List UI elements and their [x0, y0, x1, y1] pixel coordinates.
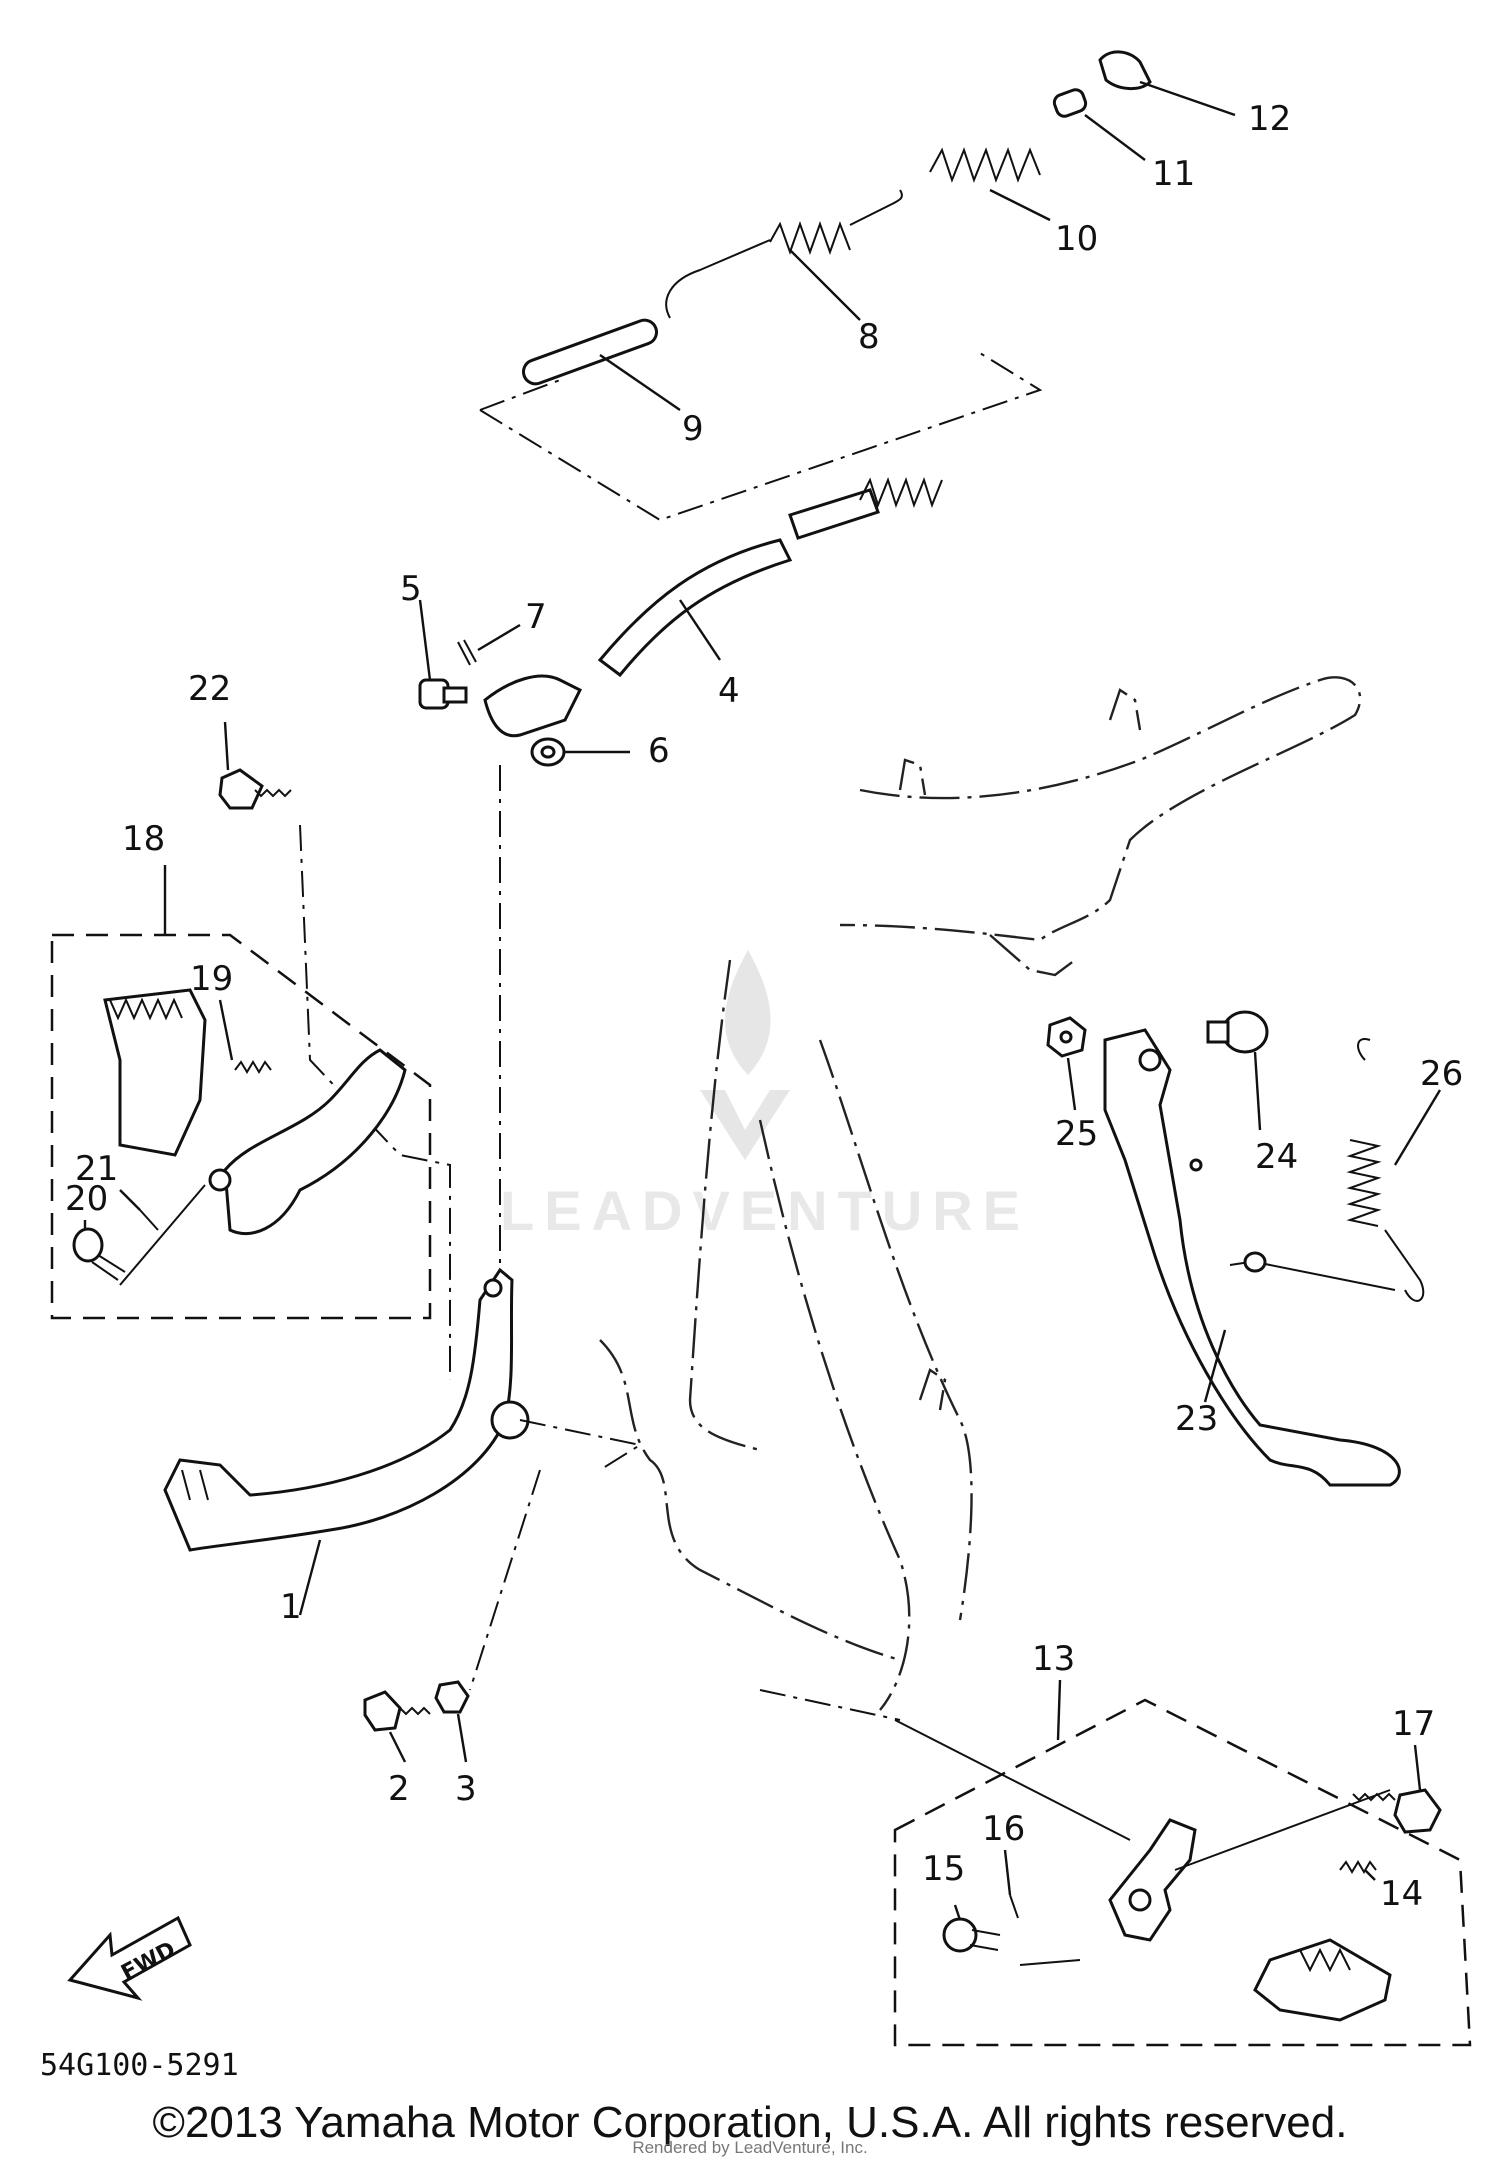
box-13-guide-line	[894, 1719, 1131, 1841]
pin-15-drawing	[942, 1917, 1001, 1953]
callout-labels: 1 2 3 4 5 6 7 8 9 10 11 12 13 14 15 16 1…	[65, 99, 1463, 1914]
callout-2: 2	[388, 1769, 410, 1809]
nut-25-drawing	[1046, 1016, 1087, 1058]
rendered-by-note: Rendered by LeadVenture, Inc.	[632, 2138, 868, 2157]
callout-7: 7	[525, 597, 547, 637]
watermark-text: LEADVENTURE	[500, 1179, 1030, 1242]
watermark: LEADVENTURE	[500, 950, 1030, 1242]
callout-14: 14	[1380, 1874, 1423, 1914]
shaft-9-drawing	[521, 318, 659, 386]
callout-26: 26	[1420, 1054, 1463, 1094]
callout-12: 12	[1248, 99, 1291, 139]
callout-11: 11	[1152, 154, 1195, 194]
pin-5-drawing	[418, 678, 468, 710]
spring-8-drawing	[665, 189, 903, 319]
callout-18: 18	[122, 819, 165, 859]
callout-8: 8	[858, 317, 880, 357]
bolt-22-drawing	[218, 768, 292, 810]
collar-11-drawing	[1052, 88, 1088, 118]
callout-19: 19	[190, 959, 233, 999]
bolt-2-drawing	[363, 1690, 431, 1732]
callout-9: 9	[682, 409, 704, 449]
callout-21: 21	[75, 1149, 118, 1189]
cotter-pin-16-drawing	[1009, 1894, 1019, 1919]
bolt-2-guide-line	[469, 1469, 541, 1691]
spring-10-drawing	[929, 147, 1041, 183]
callout-15: 15	[922, 1849, 965, 1889]
brake-pedal-1-drawing	[163, 1267, 530, 1552]
callout-4: 4	[718, 671, 740, 711]
pin-20-guide-line	[119, 1184, 206, 1286]
side-stand-23-drawing	[1103, 1028, 1401, 1487]
footrest-bracket-left-drawing	[103, 988, 407, 1236]
cotter-pin-7-drawing	[457, 639, 477, 666]
bolt-17-drawing	[1352, 1788, 1442, 1834]
footrest-bracket-right-drawing	[1108, 1818, 1392, 2022]
spring-19-drawing	[234, 1060, 272, 1074]
callout-25: 25	[1055, 1114, 1098, 1154]
callout-leaders	[83, 80, 1442, 1921]
fwd-arrow-icon: FWD	[67, 1915, 192, 2001]
cotter-pin-21-drawing	[139, 1209, 159, 1231]
spring-pin-drawing	[1243, 1251, 1267, 1273]
kit-box-8-9	[479, 349, 1043, 522]
flame-logo-icon	[700, 950, 790, 1160]
kit-box-13	[893, 1698, 1472, 2047]
callout-5: 5	[400, 569, 422, 609]
kit-box-8-9-top	[479, 379, 561, 411]
kit-box-18	[50, 933, 432, 1320]
spring-14-drawing	[1339, 1860, 1377, 1874]
callout-16: 16	[982, 1809, 1025, 1849]
callout-10: 10	[1055, 219, 1098, 259]
clip-12-drawing	[1098, 50, 1152, 90]
callout-22: 22	[188, 669, 231, 709]
nut-3-drawing	[434, 1680, 470, 1714]
callout-13: 13	[1032, 1639, 1075, 1679]
pin-20-drawing	[72, 1227, 126, 1281]
pedal-pivot-guide-line	[519, 1419, 643, 1471]
callout-1: 1	[280, 1587, 302, 1627]
washer-6-drawing	[530, 737, 566, 767]
frame-outline	[599, 676, 1362, 1711]
copyright-notice: ©2013 Yamaha Motor Corporation, U.S.A. A…	[152, 2098, 1348, 2147]
callout-20: 20	[65, 1179, 108, 1219]
bolt-17-guide-line	[1174, 1789, 1391, 1871]
brake-rod-4-drawing	[483, 477, 943, 738]
callout-24: 24	[1255, 1137, 1298, 1177]
bolt-22-guide-line	[299, 824, 451, 1380]
callout-6: 6	[648, 731, 670, 771]
callout-3: 3	[455, 1769, 477, 1809]
bolt-24-drawing	[1206, 1010, 1269, 1054]
frame-mount-guide-line	[759, 1689, 901, 1721]
spring-26-drawing	[1346, 1038, 1425, 1302]
diagram-code: 54G100-5291	[40, 2048, 239, 2083]
pin-15-guide-line	[1019, 1959, 1081, 1966]
callout-17: 17	[1392, 1704, 1435, 1744]
callout-23: 23	[1175, 1399, 1218, 1439]
